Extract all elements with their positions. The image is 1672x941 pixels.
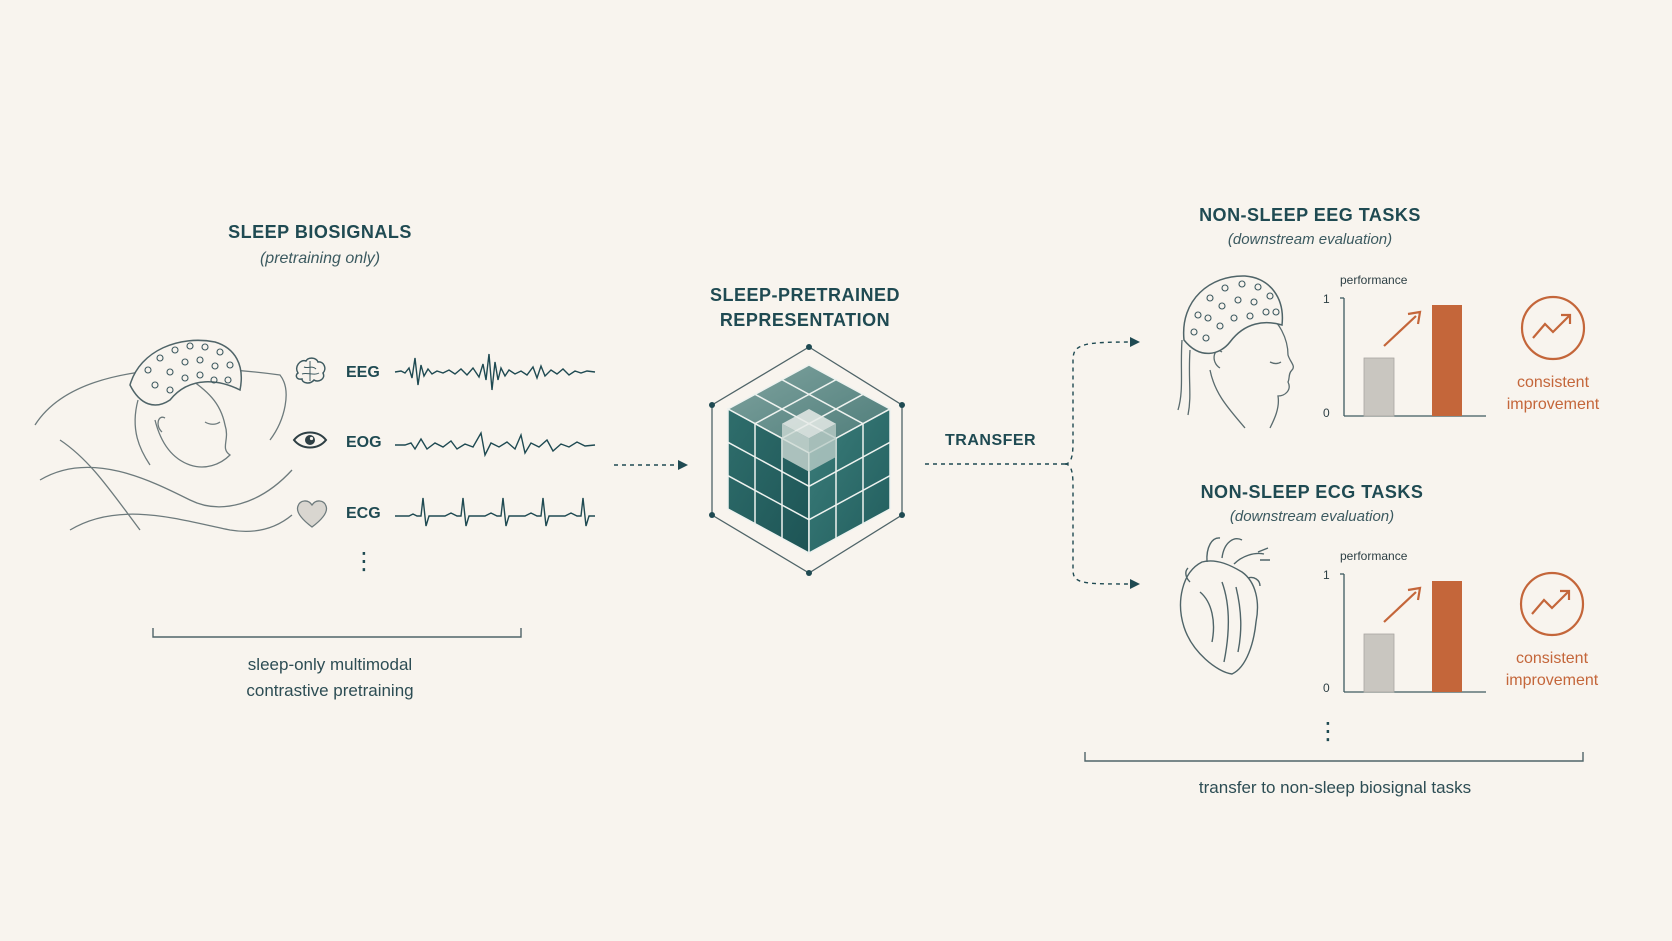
ecg-task-subtitle: (downstream evaluation) — [1229, 508, 1395, 525]
left-bracket-label: sleep-only multimodal contrastive pretra… — [180, 652, 480, 704]
transfer-branch-arrows — [925, 337, 1140, 589]
eeg-improved-bar — [1432, 305, 1462, 416]
ecg-result-line-2: improvement — [1505, 672, 1599, 689]
ecg-waveform — [395, 497, 595, 527]
eeg-axis-top: 1 — [1323, 292, 1330, 306]
ecg-result-label: consistent improvement — [1489, 648, 1615, 692]
eye-icon — [292, 431, 328, 449]
ecg-improved-bar — [1432, 581, 1462, 692]
eeg-result-line-2: improvement — [1506, 396, 1600, 413]
eeg-axis-title: performance — [1340, 273, 1408, 287]
eeg-trend-up-icon — [1520, 295, 1586, 361]
center-title: SLEEP-PRETRAINED REPRESENTATION — [680, 283, 930, 333]
head-eeg-cap-illustration — [1177, 275, 1294, 429]
eeg-waveform — [394, 353, 596, 391]
representation-cube — [709, 344, 905, 576]
eeg-result-label: consistent improvement — [1490, 372, 1616, 416]
ecg-task-title: NON-SLEEP ECG TASKS — [1200, 482, 1424, 502]
left-bracket-label-line-2: contrastive pretraining — [246, 681, 414, 700]
eeg-task-subtitle: (downstream evaluation) — [1227, 231, 1393, 248]
eog-waveform — [395, 430, 596, 458]
anatomical-heart-illustration — [1179, 537, 1270, 675]
ecg-baseline-bar — [1363, 633, 1395, 693]
eeg-baseline-bar — [1363, 357, 1395, 417]
left-bracket-label-line-1: sleep-only multimodal — [247, 655, 413, 674]
ecg-axis-bottom: 0 — [1323, 681, 1330, 695]
sleeping-person-illustration — [34, 339, 293, 532]
eeg-task-title: NON-SLEEP EEG TASKS — [1199, 205, 1421, 225]
eeg-performance-chart — [1340, 297, 1486, 417]
eeg-axis-bottom: 0 — [1323, 406, 1330, 420]
eeg-result-line-1: consistent — [1516, 374, 1590, 391]
ecg-trend-up-icon — [1519, 571, 1585, 637]
left-title: SLEEP BIOSIGNALS — [228, 222, 412, 242]
modality-label-eog: EOG — [346, 434, 382, 451]
ecg-performance-chart — [1340, 573, 1486, 693]
modality-label-ecg: ECG — [346, 505, 381, 522]
more-tasks-ellipsis: ⋮ — [1316, 718, 1340, 745]
right-bracket-label: transfer to non-sleep biosignal tasks — [1198, 778, 1472, 797]
transfer-label: TRANSFER — [945, 432, 1037, 449]
ecg-result-line-1: consistent — [1515, 650, 1589, 667]
ecg-axis-top: 1 — [1323, 568, 1330, 582]
heart-icon — [296, 500, 328, 528]
more-modalities-ellipsis: ⋮ — [352, 548, 376, 575]
brain-icon — [295, 357, 326, 384]
center-title-line-2: REPRESENTATION — [719, 310, 891, 330]
left-bracket — [152, 628, 522, 638]
pretrain-arrow — [614, 460, 688, 470]
right-bracket — [1084, 752, 1584, 762]
center-title-line-1: SLEEP-PRETRAINED — [709, 285, 901, 305]
ecg-axis-title: performance — [1340, 549, 1408, 563]
modality-label-eeg: EEG — [346, 364, 380, 381]
left-subtitle: (pretraining only) — [259, 250, 381, 267]
